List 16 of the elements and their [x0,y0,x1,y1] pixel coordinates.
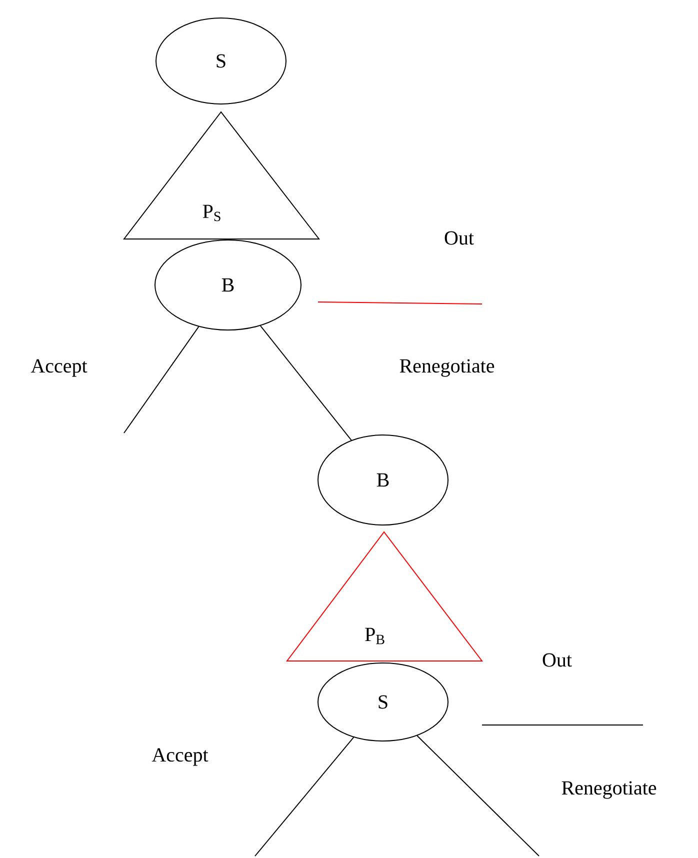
ellipse-node: S [318,662,448,742]
branch-label: Renegotiate [562,781,656,799]
branch-line [254,736,354,856]
branch-line [416,735,540,856]
branch-line [482,724,644,726]
branch-line [318,302,482,304]
branch-line [260,325,352,441]
branch-label: Accept [30,359,88,377]
branch-label: Out [542,653,572,667]
branch-label: Accept [152,748,208,766]
ellipse-node: B [154,240,302,330]
branch-line [124,326,200,434]
branch-label: Renegotiate [400,359,494,377]
branch-label: Out [444,231,474,245]
ellipse-node: S [156,18,286,104]
ellipse-node: B [318,434,448,526]
